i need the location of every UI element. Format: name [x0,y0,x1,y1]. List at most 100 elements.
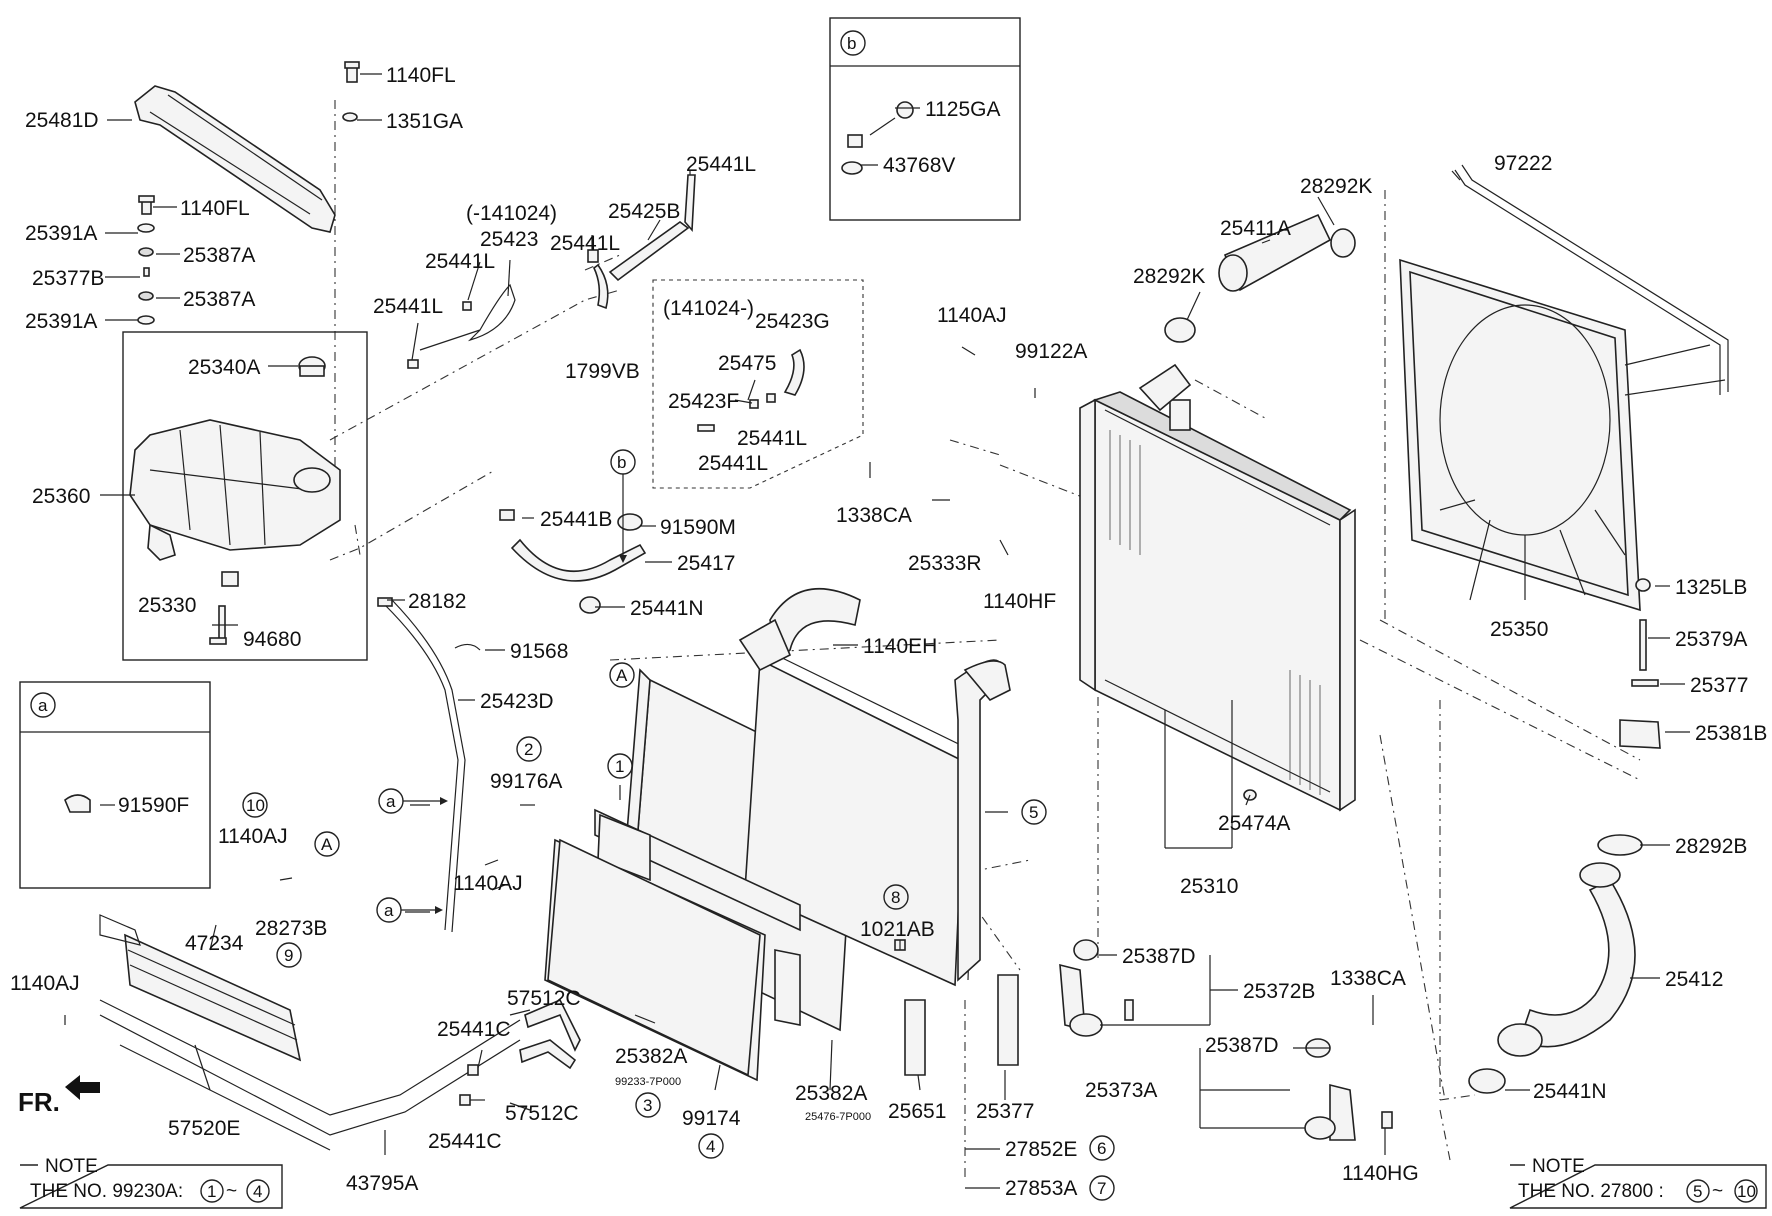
inset-a-heading: a [38,696,48,715]
oil-cooler-47234 [99,914,302,1062]
label-25423F: 25423F [668,390,739,413]
label-27853A: 27853A [1005,1177,1077,1200]
callout-6: 6 [1097,1139,1106,1158]
hose-25412 [1468,834,1643,1094]
callout-9: 9 [284,946,293,965]
label-1140HG: 1140HG [1342,1162,1419,1185]
label-99233-7P000: 99233-7P000 [615,1076,681,1088]
label-25441L-3: 25441L [373,295,443,318]
part-labels: 25481D 1140FL 1351GA 1140FL 25391A 25387… [10,64,1767,1200]
lines-57512C [459,998,581,1106]
reservoir-tank-25360 [129,356,341,645]
label-25651: 25651 [888,1100,946,1123]
note-right-range-start: 5 [1693,1182,1702,1201]
label-28182: 28182 [408,590,466,613]
label-141024-before: (-141024) [466,202,557,225]
fan-shroud-25350 [1399,258,1641,612]
label-28292K-top: 28292K [1300,175,1372,198]
label-43795A: 43795A [346,1172,418,1195]
label-91568: 91568 [510,640,568,663]
label-57512C-bottom: 57512C [505,1102,579,1125]
label-25441L-1: 25441L [425,250,495,273]
label-25417: 25417 [677,552,735,575]
intercooler-pipe-upper [738,587,861,672]
label-25379A: 25379A [1675,628,1747,651]
oil-line-57520E [99,999,521,1151]
inset-b-heading: b [847,34,856,53]
pipe-25423D [377,597,481,933]
label-25423G: 25423G [755,310,830,333]
label-25412: 25412 [1665,968,1723,991]
label-97222: 97222 [1494,152,1552,175]
note-right-range-sep: ~ [1712,1181,1723,1202]
callout-3: 3 [643,1096,652,1115]
label-57520E: 57520E [168,1117,240,1140]
label-1140AJ-far-left: 1140AJ [10,972,80,995]
label-25391A-top: 25391A [25,222,97,245]
label-front: FR. [18,1087,60,1117]
condenser-25382A-front [547,838,761,1077]
label-25441N-mid: 25441N [630,597,704,620]
label-99174: 99174 [682,1107,741,1130]
label-25387D-top: 25387D [1122,945,1196,968]
ref-A-condenser: A [616,666,628,685]
intercooler-pipe-5 [954,659,1011,982]
callout-7: 7 [1097,1179,1106,1198]
label-1338CA-bottom: 1338CA [1330,967,1406,990]
inset-b-parts [841,101,914,175]
label-91590M: 91590M [660,516,736,539]
label-25441C-top: 25441C [437,1018,511,1041]
hose-25425B [587,174,696,310]
hose-25411A [1138,213,1356,412]
assembly-lines [329,100,1641,1180]
label-28292K-left: 28292K [1133,265,1205,288]
hose-25423 [407,283,516,369]
note-right-range-end: 10 [1737,1182,1756,1201]
reservoir-group-box [122,331,368,661]
label-25340A: 25340A [188,356,260,379]
callout-8: 8 [891,888,900,907]
label-25476-7P000: 25476-7P000 [805,1111,871,1123]
label-57512C-top: 57512C [507,987,581,1010]
label-25423D: 25423D [480,690,554,713]
label-25441B: 25441B [540,508,612,531]
radiator-25310 [1079,391,1356,812]
label-25474A: 25474A [1218,812,1290,835]
label-25381B: 25381B [1695,722,1767,745]
label-25481D: 25481D [25,109,99,132]
label-28273B: 28273B [255,917,327,940]
label-25310: 25310 [1180,875,1238,898]
callouts: 1 2 3 4 5 6 7 8 9 10 a b a a b A A [30,30,1115,1201]
label-25441L-5: 25441L [737,427,807,450]
note-left: NOTE THE NO. 99230A: 1 ~ 4 [19,1156,283,1209]
label-27852E: 27852E [1005,1138,1077,1161]
label-25387A-top: 25387A [183,244,255,267]
ref-a-upper: a [386,792,396,811]
label-25330: 25330 [138,594,196,617]
note-left-title: NOTE [45,1156,98,1177]
label-1140HF: 1140HF [983,590,1056,613]
label-25441N-bottom: 25441N [1533,1080,1607,1103]
callout-10: 10 [246,796,265,815]
shroud-25481D [134,85,336,233]
mount-25373A [1304,1038,1393,1141]
label-1325LB: 1325LB [1675,576,1747,599]
callout-4: 4 [706,1137,715,1156]
label-25441L-2: 25441L [550,232,620,255]
label-141024-after: (141024-) [663,297,754,320]
note-right-title: NOTE [1532,1156,1585,1177]
mount-25372B [1059,939,1103,1037]
note-right: NOTE THE NO. 27800 : 5 ~ 10 [1509,1156,1767,1209]
label-25382A-left: 25382A [615,1045,687,1068]
label-25441L-4: 25441L [686,153,756,176]
label-25423: 25423 [480,228,538,251]
dashed-inset-141024 [652,279,864,489]
label-1799VB: 1799VB [565,360,640,383]
callout-1: 1 [615,757,624,776]
clip-91590F-icon [64,794,91,813]
label-25425B: 25425B [608,200,680,223]
label-1140EH: 1140EH [863,635,937,658]
label-94680: 94680 [243,628,301,651]
